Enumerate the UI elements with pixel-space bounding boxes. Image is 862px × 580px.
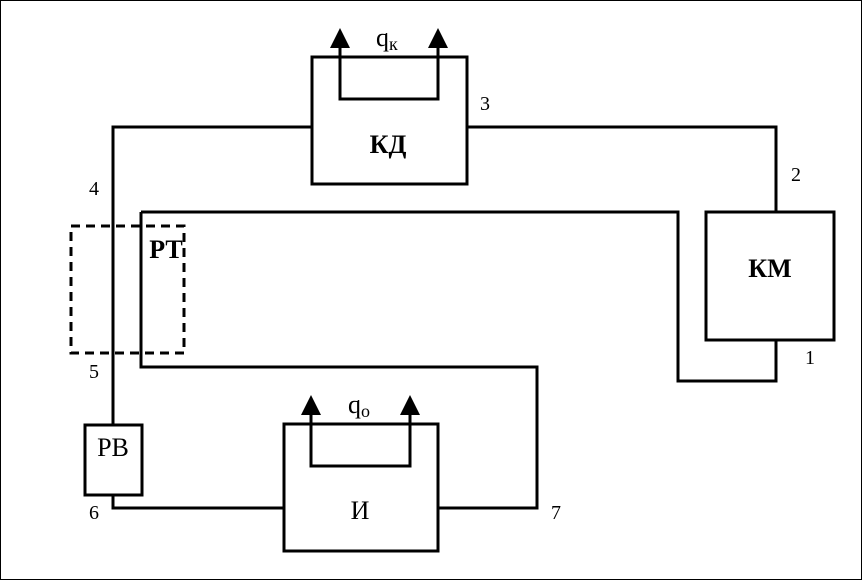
- pipe-condenser-to-valve: [111, 125, 312, 425]
- point-5: 5: [89, 361, 99, 383]
- pipe-evaporator-to-hx: [139, 212, 539, 510]
- point-7: 7: [551, 502, 561, 524]
- evaporator-label: И: [351, 496, 370, 525]
- expansion-valve-label: РВ: [97, 433, 129, 462]
- piping: [111, 125, 778, 510]
- point-2: 2: [791, 164, 801, 186]
- compressor-box: [704, 210, 836, 342]
- condenser-arrow-right: [428, 28, 448, 48]
- condenser-heat-label: qк: [376, 23, 398, 54]
- condenser-box: [310, 55, 469, 186]
- evaporator-box: [282, 422, 440, 553]
- evaporator-heat-loop: [309, 410, 412, 468]
- evaporator-arrow-left: [301, 395, 321, 415]
- pipe-compressor-to-condenser: [467, 125, 778, 213]
- pipe-hx-to-compressor: [141, 210, 778, 383]
- evaporator-arrow-right: [400, 395, 420, 415]
- evaporator: И qо: [282, 390, 440, 553]
- condenser-arrow-left: [330, 28, 350, 48]
- condenser-label: КД: [370, 130, 407, 159]
- state-points: 1 2 3 4 5 6 7: [89, 93, 815, 524]
- compressor: КМ: [704, 210, 836, 342]
- compressor-label: КМ: [748, 254, 791, 283]
- point-3: 3: [480, 93, 490, 115]
- point-1: 1: [805, 347, 815, 369]
- condenser-heat-loop: [338, 44, 440, 101]
- heat-exchanger: РТ: [69, 224, 186, 355]
- expansion-valve-box: [83, 423, 144, 497]
- heat-exchanger-label: РТ: [149, 235, 183, 264]
- evaporator-heat-label: qо: [348, 390, 370, 421]
- point-4: 4: [89, 178, 99, 200]
- point-6: 6: [89, 502, 99, 524]
- expansion-valve: РВ: [83, 423, 144, 497]
- condenser: КД qк: [310, 23, 469, 186]
- pipe-valve-to-evaporator: [111, 495, 284, 510]
